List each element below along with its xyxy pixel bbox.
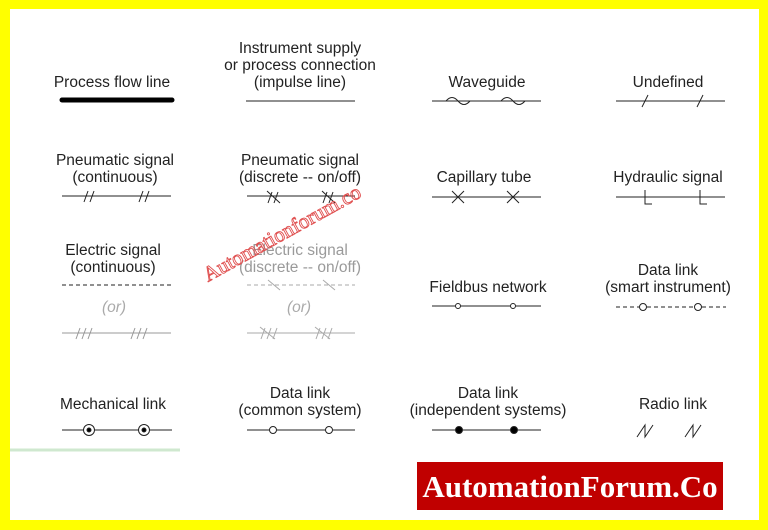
- node-dot: [510, 426, 518, 434]
- symbol-instrument-supply: Instrument supply or process connection …: [224, 40, 376, 102]
- label: Fieldbus network: [429, 279, 546, 296]
- symbol-electric-continuous: Electric signal (continuous) (or): [62, 242, 171, 340]
- l-marks: [644, 190, 707, 205]
- label: Electric signal: [252, 242, 348, 259]
- label: Waveguide: [449, 74, 526, 91]
- label: Data link: [638, 262, 699, 279]
- node-dot: [86, 427, 92, 433]
- double-slash-marks: [83, 190, 150, 203]
- label: Pneumatic signal: [241, 152, 359, 169]
- slash-x-marks: [266, 190, 336, 204]
- symbol-data-link-independent: Data link (independent systems): [410, 385, 567, 434]
- node-circle: [325, 426, 333, 434]
- symbol-data-link-smart: Data link (smart instrument): [605, 262, 731, 311]
- symbol-process-flow-line: Process flow line: [54, 74, 175, 103]
- node-circle: [694, 303, 702, 311]
- diagram-sheet: [10, 9, 759, 520]
- label: (discrete -- on/off): [239, 259, 361, 276]
- slash-mark: [696, 94, 704, 108]
- label: Process flow line: [54, 74, 170, 91]
- wave-mark: [445, 97, 471, 105]
- zigzag-mark: [684, 423, 702, 439]
- label: (discrete -- on/off): [239, 169, 361, 186]
- node-dot: [455, 426, 463, 434]
- label: (impulse line): [254, 74, 346, 91]
- symbol-pneumatic-continuous: Pneumatic signal (continuous): [56, 152, 174, 203]
- label: Hydraulic signal: [613, 169, 722, 186]
- label: (smart instrument): [605, 279, 731, 296]
- slash-mark: [641, 94, 649, 108]
- node-circle: [639, 303, 647, 311]
- zigzag-mark: [636, 423, 654, 439]
- node-circle: [83, 424, 95, 436]
- symbol-electric-discrete: Electric signal (discrete -- on/off) (or…: [239, 242, 361, 340]
- label: or process connection: [224, 57, 376, 74]
- symbol-fieldbus-network: Fieldbus network: [429, 279, 547, 309]
- brand-banner: AutomationForum.Co: [417, 462, 723, 510]
- label: Capillary tube: [437, 169, 532, 186]
- node-circle: [138, 424, 150, 436]
- symbol-hydraulic-signal: Hydraulic signal: [613, 169, 725, 205]
- label: Pneumatic signal: [56, 152, 174, 169]
- backslash-marks: [267, 279, 336, 291]
- symbol-radio-link: Radio link: [636, 396, 707, 439]
- label: Mechanical link: [60, 396, 166, 413]
- label: (continuous): [70, 259, 155, 276]
- label: Data link: [458, 385, 519, 402]
- label: (independent systems): [410, 402, 567, 419]
- label: Electric signal: [65, 242, 161, 259]
- wave-mark: [500, 97, 526, 105]
- symbol-pneumatic-discrete: Pneumatic signal (discrete -- on/off): [239, 152, 361, 204]
- node-circle: [269, 426, 277, 434]
- banner-text: AutomationForum.Co: [422, 469, 717, 504]
- node-dot: [141, 427, 147, 433]
- banner-background: [417, 462, 723, 510]
- label: Instrument supply: [239, 40, 362, 57]
- slash-x-marks: [259, 326, 333, 340]
- symbol-data-link-common: Data link (common system): [238, 385, 362, 434]
- x-marks: [451, 190, 520, 204]
- label: Data link: [270, 385, 331, 402]
- symbol-undefined: Undefined: [616, 74, 725, 108]
- or-label: (or): [102, 299, 126, 316]
- symbol-mechanical-link: Mechanical link: [60, 396, 172, 436]
- symbol-waveguide: Waveguide: [432, 74, 541, 105]
- node-circle: [510, 303, 516, 309]
- symbol-capillary-tube: Capillary tube: [432, 169, 541, 204]
- label: (continuous): [72, 169, 157, 186]
- label: (common system): [238, 402, 361, 419]
- node-circle: [455, 303, 461, 309]
- label: Undefined: [633, 74, 704, 91]
- label: Radio link: [639, 396, 707, 413]
- or-label: (or): [287, 299, 311, 316]
- triple-slash-marks: [75, 327, 148, 340]
